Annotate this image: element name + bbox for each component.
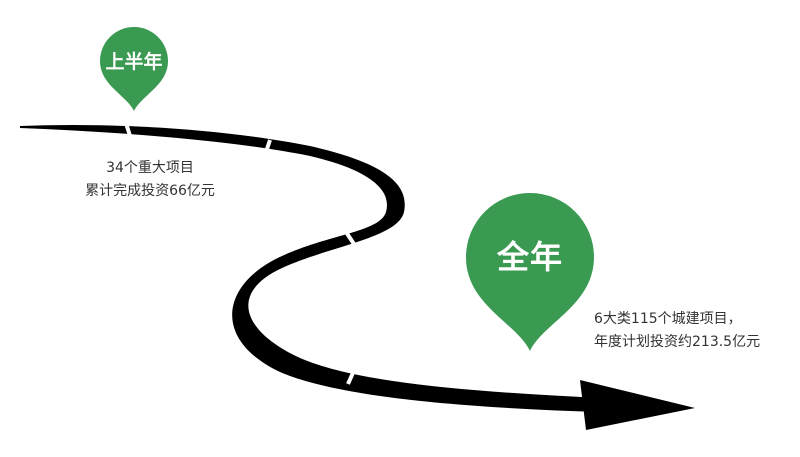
road-dashes (124, 122, 358, 385)
first-half-note: 34个重大项目 累计完成投资66亿元 (60, 157, 240, 203)
pin-full-year: 全年 (462, 189, 598, 351)
full-year-line-2: 年度计划投资约213.5亿元 (594, 334, 761, 350)
pin-first-half-label: 上半年 (105, 51, 163, 73)
first-half-line-2: 累计完成投资66亿元 (85, 183, 215, 199)
full-year-line-1: 6大类115个城建项目， (594, 311, 742, 327)
map-pin-icon (466, 193, 594, 351)
first-half-line-1: 34个重大项目 (106, 160, 194, 176)
road-arrow-head (580, 380, 695, 430)
map-pin-icon (100, 27, 168, 111)
full-year-note: 6大类115个城建项目， 年度计划投资约213.5亿元 (594, 308, 760, 354)
pin-full-year-label: 全年 (496, 238, 563, 276)
pin-first-half: 上半年 (96, 25, 172, 111)
